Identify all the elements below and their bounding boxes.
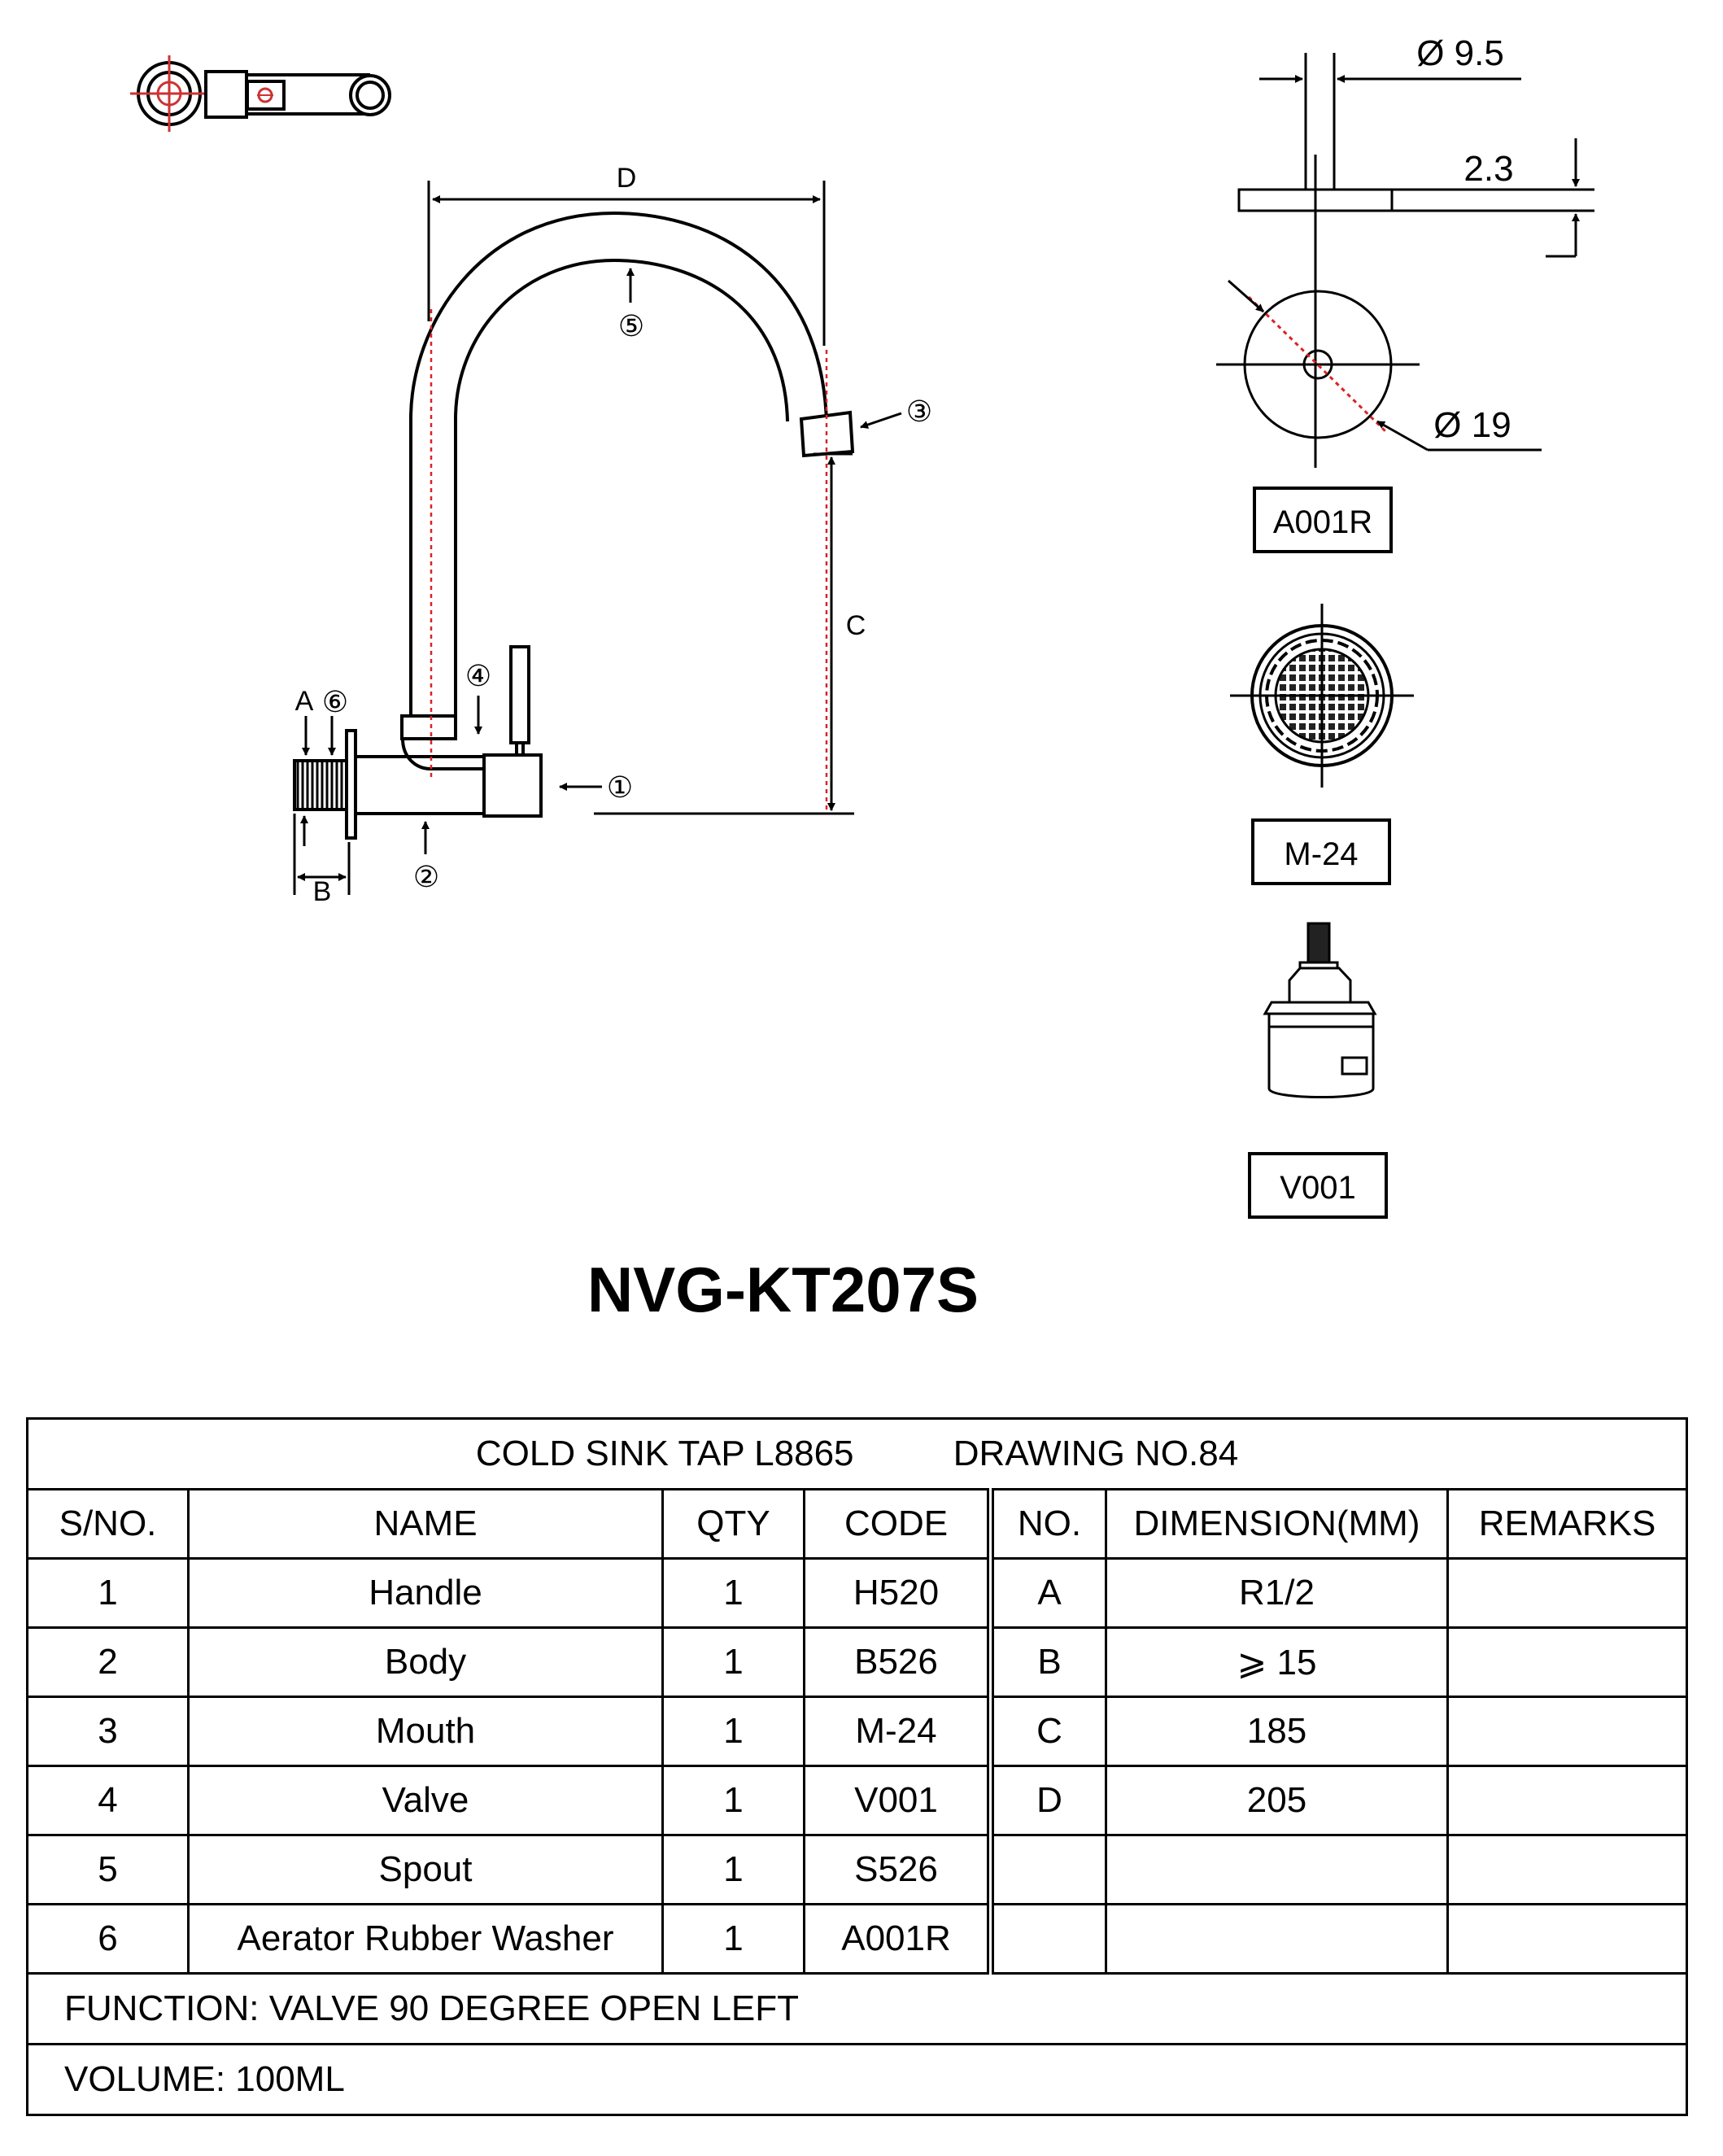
dimension-b [293,814,351,895]
header-no: NO. [989,1488,1107,1560]
washer-side-view [1237,53,1594,468]
cell-sno: 3 [26,1696,190,1767]
cell-remarks [1446,1557,1689,1629]
washer-front-view [1216,279,1542,452]
callout-5: ⑤ [618,309,644,343]
function-text: FUNCTION: VALVE 90 DEGREE OPEN LEFT [25,1972,1689,2045]
cell-no [989,1834,1107,1905]
cell-code: A001R [803,1903,994,1975]
header-qty: QTY [661,1488,805,1560]
table-row: 2 Body 1 B526 B ⩾ 15 [26,1626,1689,1698]
center-lines [430,309,828,814]
table-row: 6 Aerator Rubber Washer 1 A001R [26,1903,1689,1975]
table-header-row: S/NO. NAME QTY CODE NO. DIMENSION(MM) RE… [26,1488,1689,1560]
cell-dimension: ⩾ 15 [1105,1626,1449,1698]
callout-3: ③ [906,395,932,428]
cell-dimension: 185 [1105,1696,1449,1767]
cell-code: H520 [803,1557,994,1629]
washer-thickness-label: 2.3 [1463,149,1513,189]
cell-no: A [989,1557,1107,1629]
cell-code: M-24 [803,1696,994,1767]
cell-no: D [989,1765,1107,1836]
function-row: FUNCTION: VALVE 90 DEGREE OPEN LEFT [25,1972,1689,2045]
aerator-label: M-24 [1284,836,1358,872]
cell-name: Handle [187,1557,664,1629]
callout-1: ① [607,770,633,804]
header-code: CODE [803,1488,994,1560]
cell-remarks [1446,1626,1689,1698]
dimension-b-label: B [313,876,332,907]
valve-label-box [1248,1152,1388,1219]
header-remarks: REMARKS [1446,1488,1689,1560]
cell-name: Valve [187,1765,664,1836]
cell-remarks [1446,1765,1689,1836]
callout-a-arrows [302,716,336,756]
table-row: 4 Valve 1 V001 D 205 [26,1765,1689,1836]
dimension-d [427,181,826,346]
cell-name: Body [187,1626,664,1698]
dimension-a-label: A [295,686,314,717]
header-name: NAME [187,1488,664,1560]
cell-sno: 2 [26,1626,190,1698]
callout-6: ⑥ [322,685,348,718]
dimension-d-label: D [617,163,637,194]
volume-text: VOLUME: 100ML [25,2043,1689,2116]
table-row: 5 Spout 1 S526 [26,1834,1689,1905]
cell-name: Spout [187,1834,664,1905]
cell-name: Aerator Rubber Washer [187,1903,664,1975]
dimension-c-label: C [846,610,866,641]
table-caption-row: COLD SINK TAP L8865 DRAWING NO.84 [25,1417,1689,1490]
bill-of-materials-table: COLD SINK TAP L8865 DRAWING NO.84 S/NO. … [25,1417,1689,2116]
washer-dia-small-label: Ø 9.5 [1416,33,1504,73]
cell-code: B526 [803,1626,994,1698]
cell-name: Mouth [187,1696,664,1767]
valve-cartridge-view [1263,922,1377,1098]
callout-arrows [421,268,902,854]
table-row: 3 Mouth 1 M-24 C 185 [26,1696,1689,1767]
aerator-label-box [1251,818,1391,885]
cell-sno: 6 [26,1903,190,1975]
washer-label-box [1253,487,1393,553]
cell-sno: 1 [26,1557,190,1629]
cell-sno: 5 [26,1834,190,1905]
cell-qty: 1 [661,1903,805,1975]
technical-drawing: D C B A ⑥ ① ② ③ ④ ⑤ [130,33,1594,1219]
callout-4: ④ [465,659,491,692]
cell-remarks [1446,1834,1689,1905]
model-title: NVG-KT207S [587,1254,979,1325]
cell-dimension: R1/2 [1105,1557,1449,1629]
cell-dimension [1105,1903,1449,1975]
cell-remarks [1446,1696,1689,1767]
cell-sno: 4 [26,1765,190,1836]
volume-row: VOLUME: 100ML [25,2043,1689,2116]
header-dimension: DIMENSION(MM) [1105,1488,1449,1560]
cell-qty: 1 [661,1626,805,1698]
table-row: 1 Handle 1 H520 A R1/2 [26,1557,1689,1629]
cell-qty: 1 [661,1765,805,1836]
table-caption: COLD SINK TAP L8865 DRAWING NO.84 [25,1417,1689,1490]
tap-side-view [293,211,855,840]
cell-no: B [989,1626,1107,1698]
cell-qty: 1 [661,1696,805,1767]
cell-code: S526 [803,1834,994,1905]
cell-dimension [1105,1834,1449,1905]
aerator-view [1230,604,1414,788]
header-sno: S/NO. [26,1488,190,1560]
cell-no [989,1903,1107,1975]
cell-no: C [989,1696,1107,1767]
washer-dia-large-label: Ø 19 [1433,405,1511,445]
dimension-c [594,452,854,815]
top-view-thumbnail [130,55,391,132]
callout-2: ② [413,860,439,893]
cell-remarks [1446,1903,1689,1975]
thread-lines [296,761,343,810]
washer-label: A001R [1273,504,1372,540]
cell-code: V001 [803,1765,994,1836]
cell-dimension: 205 [1105,1765,1449,1836]
cell-qty: 1 [661,1834,805,1905]
cell-qty: 1 [661,1557,805,1629]
valve-label: V001 [1280,1170,1355,1206]
